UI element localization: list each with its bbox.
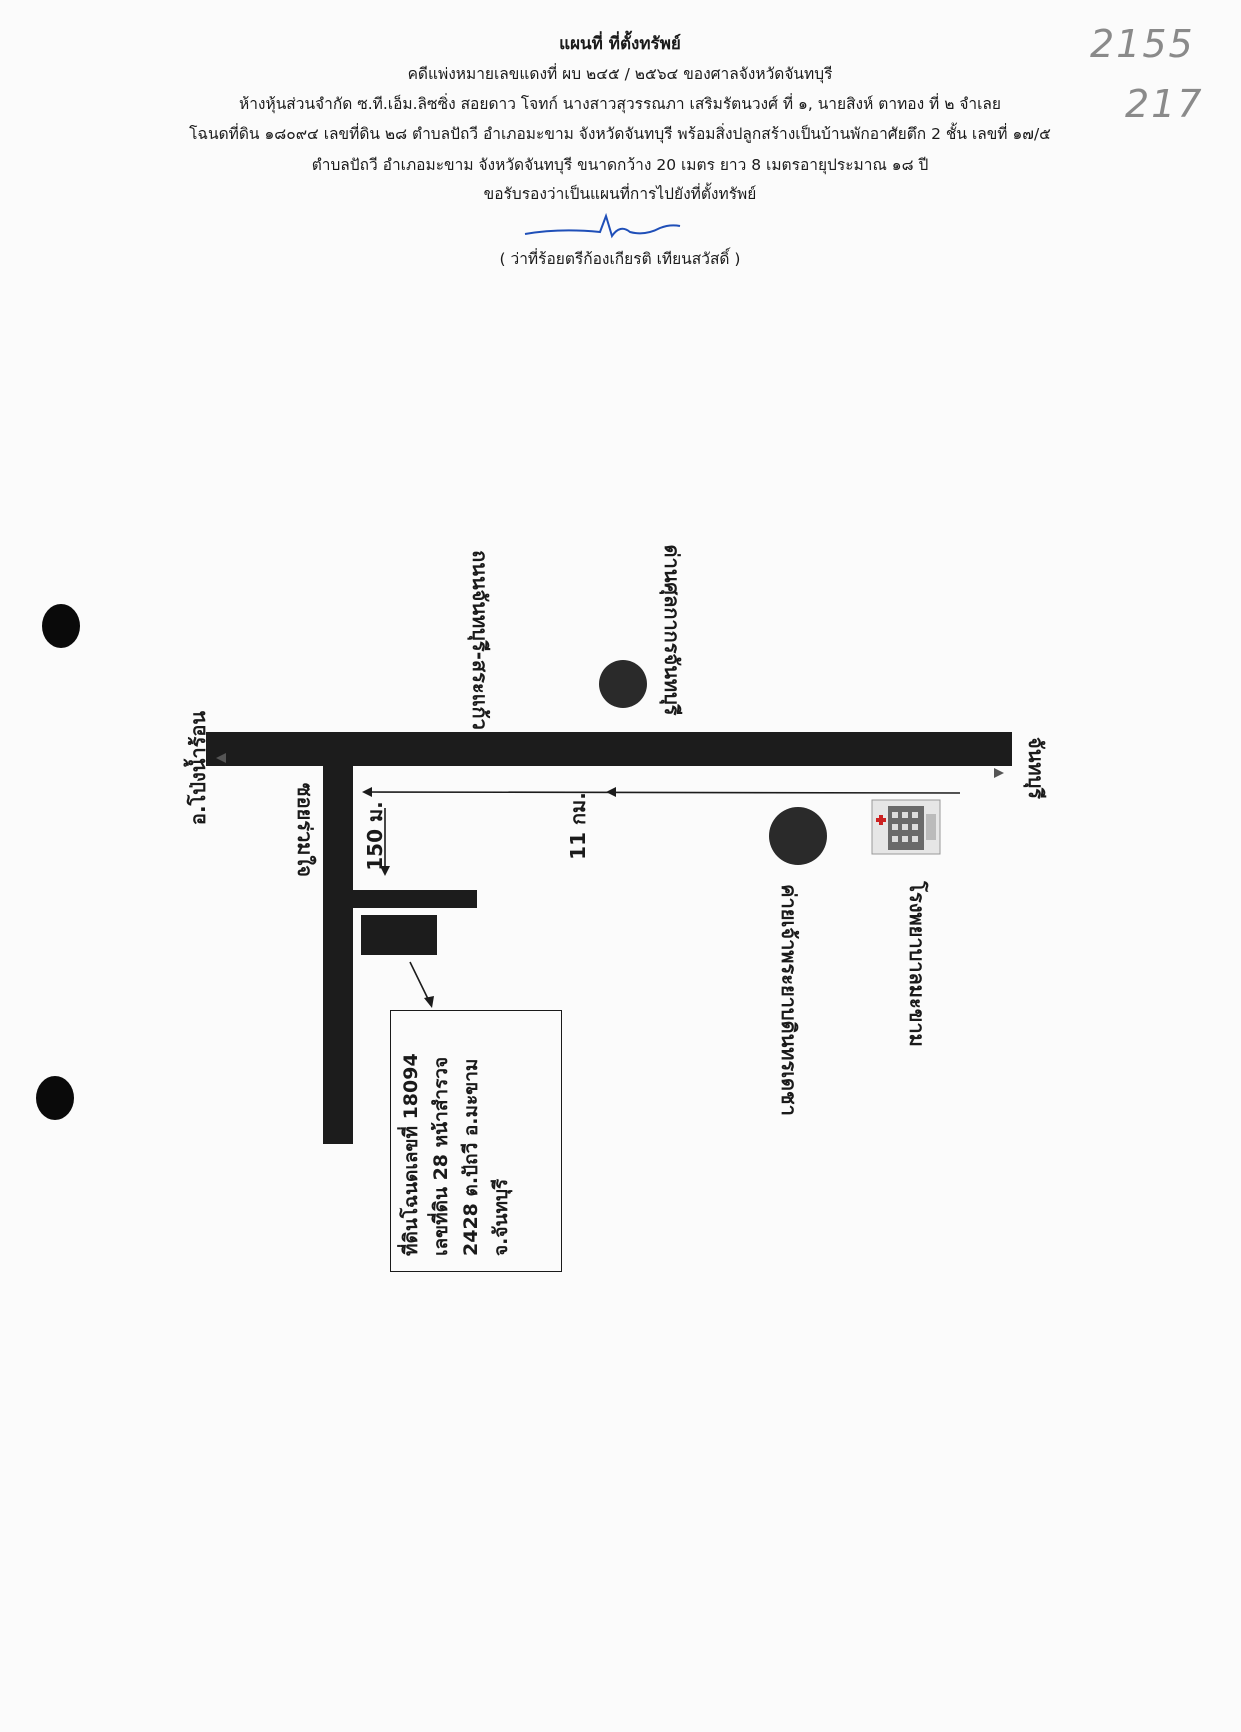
location-line: ตำบลปัถวี อำเภอมะขาม จังหวัดจันทบุรี ขนา… [311, 156, 929, 174]
road-end-tick-left [216, 753, 226, 763]
distance-arrow-150m-head [380, 866, 390, 876]
property-info-line: 2428 ต.ปัถวี อ.มะขาม [460, 1058, 482, 1256]
soi-road [323, 766, 353, 1144]
label-main-road: ถนนจันทบุรี-สระแก้ว [468, 550, 492, 730]
pointer-line [409, 961, 431, 1004]
distance-arrow-11km [367, 791, 961, 794]
hospital-icon [871, 799, 941, 855]
punch-hole-bottom [36, 1076, 74, 1120]
handwritten-number-2: 217 [1125, 82, 1204, 126]
label-camp: ค่ายเจ้าพระยาบดินทรเดชา [777, 884, 801, 1116]
property-info-line: จ.จันทบุรี [490, 1178, 512, 1256]
road-end-tick-right [994, 768, 1004, 778]
property-parcel [361, 915, 437, 955]
customs-marker [599, 660, 647, 708]
case-line: คดีแพ่งหมายเลขแดงที่ ผบ ๒๔๕ / ๒๕๖๔ ของศา… [407, 65, 833, 83]
label-pong-nam-ron: อ.โป่งน้ำร้อน [186, 710, 210, 826]
label-customs: ด่านศุลกากรจันทบุรี [660, 544, 684, 716]
property-info-text: ที่ดินโฉนดเลขที่ 18094 เลขที่ดิน 28 หน้า… [396, 1026, 516, 1256]
signature [524, 212, 681, 239]
parties-line: ห้างหุ้นส่วนจำกัด ซ.ที.เอ็ม.ลิซซิ่ง สอยด… [238, 95, 1002, 113]
property-info-line: เลขที่ดิน 28 หน้าสำรวจ [430, 1056, 452, 1256]
certifier-name: ( ว่าที่ร้อยตรีก้องเกียรติ เทียนสวัสดิ์ … [499, 250, 741, 268]
label-distance-11km: 11 กม. [566, 792, 590, 860]
pointer-arrowhead [424, 996, 434, 1008]
deed-line: โฉนดที่ดิน ๑๘๐๙๔ เลขที่ดิน ๒๘ ตำบลปัถวี … [189, 125, 1051, 143]
distance-arrow-11km-head [362, 787, 372, 797]
camp-marker [769, 807, 827, 865]
label-chanthaburi: จันทบุรี [1024, 736, 1048, 800]
property-info-box: ที่ดินโฉนดเลขที่ 18094 เลขที่ดิน 28 หน้า… [390, 1010, 562, 1272]
label-soi: ซอยร่วมใจ [293, 783, 317, 877]
branch-road [353, 890, 477, 908]
document-title: แผนที่ ที่ตั้งทรัพย์ [559, 34, 681, 54]
property-info-line: ที่ดินโฉนดเลขที่ 18094 [400, 1053, 422, 1256]
handwritten-number-1: 2155 [1090, 22, 1195, 66]
label-distance-150m: 150 ม. [363, 801, 387, 871]
distance-arrow-11km-head2 [606, 787, 616, 797]
main-road [206, 732, 1012, 766]
label-hospital: โรงพยาบาลมะขาม [905, 881, 929, 1047]
punch-hole-top [42, 604, 80, 648]
certification-line: ขอรับรองว่าเป็นแผนที่การไปยังที่ตั้งทรัพ… [483, 185, 757, 203]
